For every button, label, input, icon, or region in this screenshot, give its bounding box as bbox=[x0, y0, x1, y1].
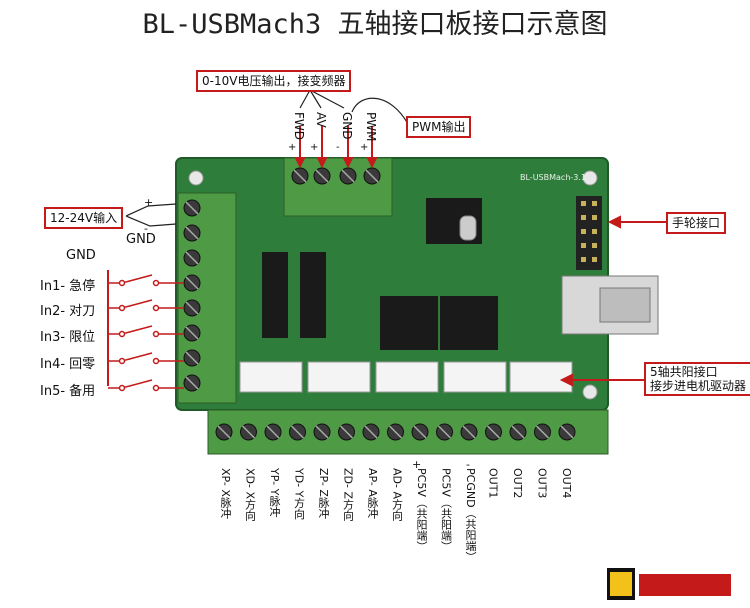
power-minus-sign: - bbox=[144, 222, 148, 235]
drive-callout-line2: 接步进电机驱动器 bbox=[650, 379, 747, 393]
top-pin-label: GND bbox=[340, 112, 354, 140]
pwm-arrow bbox=[351, 97, 409, 125]
header-pin bbox=[592, 257, 597, 262]
output-label: XD- X方向 bbox=[243, 468, 257, 522]
white-connector bbox=[375, 361, 439, 393]
output-label: OUT2 bbox=[511, 468, 524, 499]
output-label: PC5V（共阳端） bbox=[415, 468, 428, 552]
ic-chip bbox=[262, 252, 288, 338]
switch-contact bbox=[118, 330, 126, 338]
pwm-callout: PWM输出 bbox=[406, 116, 472, 138]
power-plus-sign: + bbox=[144, 196, 154, 209]
mount-hole bbox=[188, 170, 204, 186]
switch-contact bbox=[152, 384, 160, 392]
handwheel-header bbox=[576, 196, 602, 270]
switch-contact bbox=[118, 384, 126, 392]
header-pin bbox=[592, 215, 597, 220]
analog-arrow bbox=[309, 89, 322, 109]
output-label: AD- A方向 bbox=[390, 468, 404, 521]
switch-contact bbox=[118, 304, 126, 312]
header-pin bbox=[592, 243, 597, 248]
header-pin bbox=[592, 229, 597, 234]
switch-contact bbox=[152, 330, 160, 338]
input-label: In1- 急停 bbox=[40, 279, 96, 294]
header-pin bbox=[581, 243, 586, 248]
top-pin-sign: + bbox=[360, 142, 369, 153]
top-pin-sign: - bbox=[336, 142, 340, 153]
power-bracket bbox=[125, 215, 177, 227]
mount-hole bbox=[582, 384, 598, 400]
switch-contact bbox=[118, 279, 126, 287]
input-label: In5- 备用 bbox=[40, 384, 96, 399]
output-label: OUT1 bbox=[486, 468, 500, 499]
drive-callout-line1: 5轴共阳接口 bbox=[650, 365, 718, 379]
page-title: BL-USBMach3 五轴接口板接口示意图 bbox=[142, 9, 608, 40]
header-pin bbox=[581, 215, 586, 220]
left-terminal-block bbox=[177, 192, 237, 404]
output-label: ZD- Z方向 bbox=[341, 468, 355, 522]
top-terminal-block bbox=[283, 157, 393, 217]
top-pin-sign: + bbox=[288, 142, 297, 153]
power-input-callout: 12-24V输入 bbox=[44, 207, 124, 229]
header-pin bbox=[581, 229, 586, 234]
header-pin bbox=[581, 201, 586, 206]
header-pin bbox=[581, 257, 586, 262]
bottom-minus-sign: - bbox=[466, 458, 470, 471]
input-label: In4- 回零 bbox=[40, 357, 96, 372]
top-pin-label: PWM bbox=[364, 112, 378, 142]
output-label: YD- Y方向 bbox=[292, 468, 306, 520]
top-pin-sign: + bbox=[310, 142, 319, 153]
output-label: OUT4 bbox=[560, 468, 573, 499]
output-label: XP- X脉冲 bbox=[219, 468, 232, 519]
switch-contact bbox=[118, 357, 126, 365]
switch-contact bbox=[152, 279, 160, 287]
input-label: GND bbox=[66, 248, 96, 263]
top-pin-label: AV bbox=[314, 112, 328, 128]
output-label: AP- A脉冲 bbox=[366, 468, 379, 519]
analog-output-callout: 0-10V电压输出，接变频器 bbox=[196, 70, 352, 92]
white-connector bbox=[443, 361, 507, 393]
ic-chip bbox=[380, 296, 438, 350]
white-connector bbox=[509, 361, 573, 393]
output-label: PC5V（共阳端） bbox=[439, 468, 453, 552]
header-pin bbox=[592, 201, 597, 206]
bottom-plus-sign: + bbox=[412, 458, 422, 471]
ic-chip bbox=[300, 252, 326, 338]
white-connector bbox=[307, 361, 371, 393]
output-label: OUT3 bbox=[535, 468, 549, 499]
top-pin-label: FWD bbox=[292, 112, 306, 141]
white-connector bbox=[239, 361, 303, 393]
output-label: ZP- Z脉冲 bbox=[317, 468, 330, 519]
crystal bbox=[459, 215, 477, 241]
output-label: PCGND（共阳端） bbox=[464, 468, 477, 563]
handwheel-callout: 手轮接口 bbox=[666, 212, 727, 234]
analog-arrow bbox=[299, 89, 311, 109]
ic-chip bbox=[440, 296, 498, 350]
power-bracket bbox=[125, 203, 177, 217]
watermark-logo bbox=[607, 566, 737, 602]
switch-contact bbox=[152, 304, 160, 312]
power-gnd-label: GND bbox=[126, 232, 156, 247]
mount-hole bbox=[582, 170, 598, 186]
input-label: In2- 对刀 bbox=[40, 304, 96, 319]
output-label: YP- Y脉冲 bbox=[268, 468, 281, 518]
drive-callout: 5轴共阳接口 接步进电机驱动器 bbox=[644, 362, 750, 396]
board-silkscreen: BL-USBMach-3.1 bbox=[520, 173, 586, 182]
switch-contact bbox=[152, 357, 160, 365]
input-label: In3- 限位 bbox=[40, 330, 96, 345]
analog-arrow bbox=[309, 89, 345, 109]
